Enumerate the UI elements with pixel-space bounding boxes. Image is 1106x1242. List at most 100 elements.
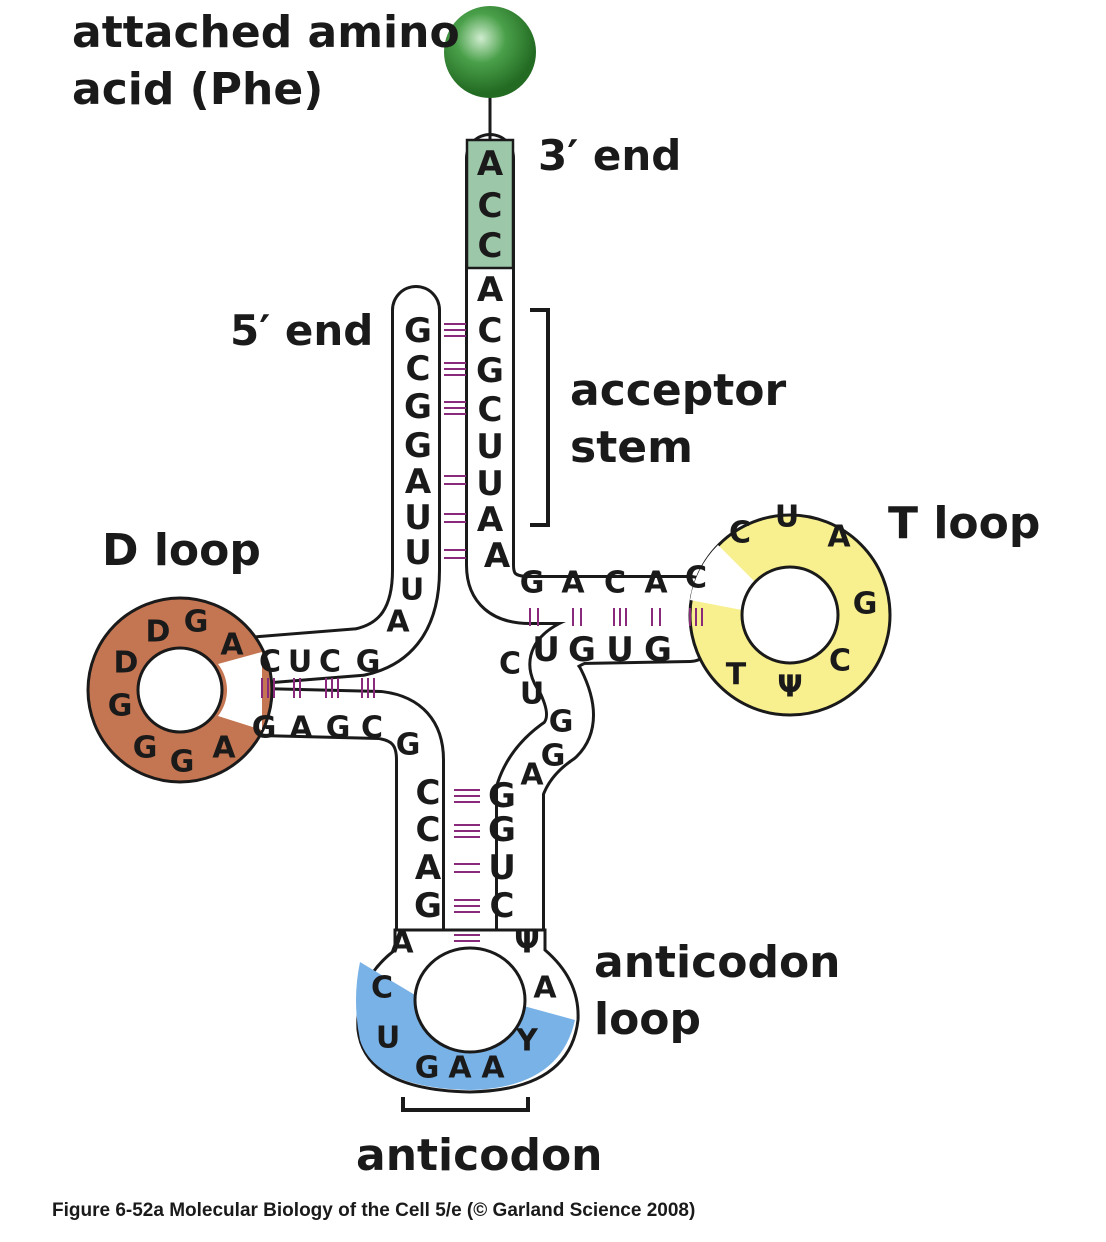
nucleotide: U: [775, 500, 799, 535]
nucleotide: C: [685, 561, 707, 596]
nucleotide: C: [490, 886, 515, 926]
nucleotide: C: [829, 644, 851, 679]
nucleotide: U: [476, 464, 504, 504]
nucleotide: G: [252, 711, 277, 746]
nucleotide: U: [404, 533, 432, 573]
nucleotide: T: [726, 658, 747, 693]
nucleotide: C: [729, 516, 751, 551]
nucleotide: A: [477, 270, 504, 310]
nucleotide: G: [520, 566, 545, 601]
anticodon-stem-left: C C A G: [414, 773, 442, 926]
nucleotide: G: [404, 311, 432, 351]
anticodon-loop-label-line2: loop: [594, 994, 701, 1045]
nucleotide: D: [114, 646, 139, 681]
nucleotide: C: [604, 566, 626, 601]
nucleotide: C: [371, 971, 393, 1006]
nucleotide: C: [478, 311, 503, 351]
nucleotide: G: [170, 745, 195, 780]
nucleotide: A: [484, 536, 511, 576]
nucleotide: C: [416, 810, 441, 850]
t-loop-label: T loop: [888, 498, 1040, 549]
nucleotide: C: [259, 645, 281, 680]
nucleotide: G: [326, 711, 351, 746]
five-prime-end-label: 5′ end: [230, 306, 373, 355]
amino-acid-label-line1: attached amino: [72, 7, 460, 58]
nucleotide: Y: [515, 1024, 539, 1059]
nucleotide: A: [386, 605, 410, 640]
base-pairs: [261, 323, 703, 942]
nucleotide: C: [499, 647, 521, 682]
nucleotide: A: [390, 926, 414, 961]
nucleotide: U: [400, 573, 424, 608]
nucleotide: Ψ: [777, 670, 803, 705]
anticodon-label: anticodon: [356, 1130, 603, 1181]
nucleotide: U: [376, 1021, 400, 1056]
nucleotide: A: [220, 628, 244, 663]
nucleotide: G: [476, 351, 504, 391]
nucleotide: A: [561, 566, 585, 601]
nucleotide: A: [477, 500, 504, 540]
nucleotide: G: [568, 630, 596, 670]
nucleotide: G: [396, 728, 421, 763]
t-loop-ring: [688, 513, 892, 717]
three-prime-strand: A C C A C G C U U A A: [476, 144, 511, 576]
d-stem-base-pairs: [261, 678, 375, 698]
t-stem-base-pairs: [529, 608, 703, 626]
d-loop-letters: A G D D G G G A: [108, 605, 245, 780]
nucleotide: A: [644, 566, 668, 601]
nucleotide: G: [541, 739, 566, 774]
nucleotide: C: [478, 186, 503, 226]
nucleotide: G: [356, 645, 381, 680]
nucleotide: G: [133, 731, 158, 766]
nucleotide: A: [415, 848, 442, 888]
nucleotide: G: [404, 426, 432, 466]
nucleotide: U: [606, 630, 634, 670]
nucleotide: U: [532, 630, 560, 670]
acceptor-stem-label-line2: stem: [570, 422, 693, 473]
nucleotide: U: [404, 498, 432, 538]
d-loop-ring: [86, 596, 274, 784]
nucleotide: G: [415, 1051, 440, 1086]
anticodon-loop-ring: [356, 928, 580, 1094]
nucleotide: U: [520, 677, 544, 712]
t-loop-letters: C U A G C Ψ T: [726, 500, 878, 705]
nucleotide: U: [488, 848, 516, 888]
three-prime-end-label: 3′ end: [538, 131, 681, 180]
nucleotide: A: [827, 520, 851, 555]
nucleotide: A: [289, 711, 313, 746]
nucleotide: G: [644, 630, 672, 670]
nucleotide: G: [853, 587, 878, 622]
d-stem-bottom: G A G C: [252, 711, 383, 746]
nucleotide: C: [416, 773, 441, 813]
nucleotide: C: [361, 711, 383, 746]
amino-acid-label-line2: acid (Phe): [72, 64, 323, 115]
nucleotide: G: [108, 689, 133, 724]
variable-region: C U G G A G: [396, 677, 574, 793]
figure-caption: Figure 6-52a Molecular Biology of the Ce…: [52, 1200, 696, 1221]
nucleotide: G: [549, 705, 574, 740]
nucleotide: A: [212, 731, 236, 766]
nucleotide: A: [405, 462, 432, 502]
nucleotide: A: [520, 758, 544, 793]
anticodon-loop-label-line1: anticodon: [594, 937, 841, 988]
t-stem-bottom: C U G U G: [499, 630, 672, 682]
nucleotide: C: [478, 390, 503, 430]
acceptor-stem-label-line1: acceptor: [570, 365, 786, 416]
five-prime-strand: G C G G A U U U A: [386, 311, 432, 640]
nucleotide: D: [146, 615, 171, 650]
acceptor-base-pairs: [444, 323, 466, 559]
nucleotide: G: [488, 810, 516, 850]
t-stem-top: G A C A C: [520, 561, 707, 601]
nucleotide: A: [448, 1051, 472, 1086]
anticodon-stem-base-pairs: [454, 789, 480, 942]
acceptor-stem-bracket: [530, 308, 550, 527]
nucleotide: G: [488, 776, 516, 816]
amino-acid-ball-icon: [444, 6, 536, 98]
backbone: [235, 133, 715, 965]
anticodon-stem-right: G G U C: [488, 776, 516, 926]
anticodon-bracket: [401, 1097, 530, 1112]
nucleotide: A: [477, 144, 504, 184]
nucleotide: A: [533, 971, 557, 1006]
nucleotide: U: [476, 427, 504, 467]
